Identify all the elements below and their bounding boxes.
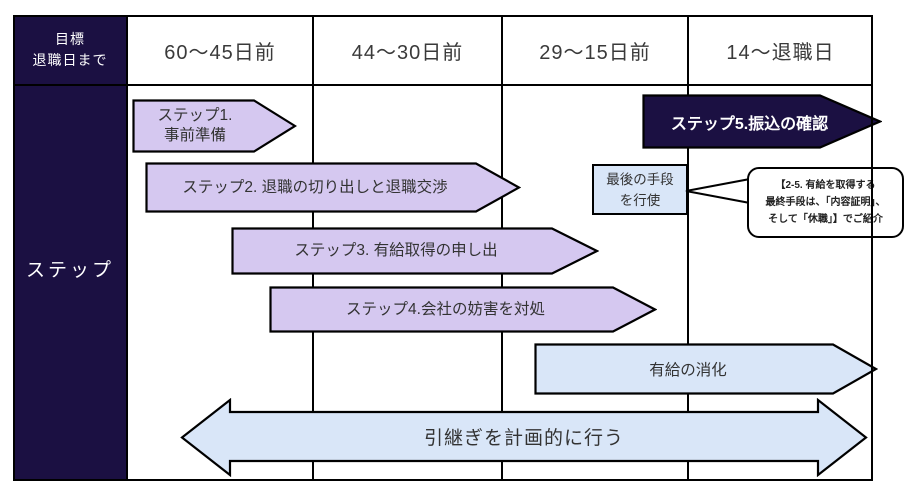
- step2-label: ステップ2. 退職の切り出しと退職交渉: [145, 162, 485, 213]
- header-column-44-30: 44〜30日前: [313, 15, 502, 85]
- step4-arrow: ステップ4.会社の妨害を対処: [269, 286, 657, 333]
- step4-label: ステップ4.会社の妨害を対処: [269, 286, 622, 333]
- grid-line-vertical: [687, 15, 689, 481]
- callout-tail: [685, 177, 751, 205]
- callout-line3: そして「休職」】でご紹介: [768, 214, 883, 225]
- step4-arrow-shape: [269, 286, 657, 333]
- callout-line2: 最終手段は、「内容証明」、: [765, 197, 886, 208]
- paid-leave-label: 有給の消化: [534, 343, 842, 395]
- header-column-label: 29〜15日前: [539, 41, 651, 64]
- step3-arrow-shape: [231, 227, 599, 275]
- header-column-60-45: 60〜45日前: [127, 15, 313, 85]
- step3-arrow: ステップ3. 有給取得の申し出: [231, 227, 599, 275]
- last-resort-box: 最後の手段 を行使: [592, 164, 688, 215]
- paid-leave-arrow: 有給の消化: [534, 343, 878, 395]
- paid-leave-arrow-shape: [534, 343, 878, 395]
- header-corner-line2: 退職日まで: [32, 52, 108, 68]
- step5-arrow: ステップ5.振込の確認: [642, 94, 882, 149]
- last-resort-line1: 最後の手段: [606, 171, 674, 187]
- step4-text: ステップ4.会社の妨害を対処: [346, 300, 545, 318]
- header-column-29-15: 29〜15日前: [502, 15, 688, 85]
- step2-arrow: ステップ2. 退職の切り出しと退職交渉: [145, 162, 521, 213]
- sidebar-steps-text: ステップ: [25, 259, 114, 281]
- step3-text: ステップ3. 有給取得の申し出: [294, 242, 498, 259]
- step5-text: ステップ5.振込の確認: [670, 115, 829, 133]
- step1-label: ステップ1. 事前準備: [132, 99, 258, 153]
- handover-label: 引継ぎを計画的に行う: [230, 412, 818, 461]
- handover-arrow-shape: [180, 398, 868, 477]
- paid-leave-text: 有給の消化: [649, 362, 727, 379]
- header-column-label: 44〜30日前: [351, 41, 464, 64]
- last-resort-line2: を行使: [619, 192, 661, 208]
- step5-label: ステップ5.振込の確認: [642, 94, 857, 149]
- left-column-background: [13, 15, 127, 481]
- handover-text: 引継ぎを計画的に行う: [423, 428, 624, 449]
- step3-label: ステップ3. 有給取得の申し出: [231, 227, 561, 275]
- callout-line1: 【2-5. 有給を取得する: [775, 180, 876, 191]
- grid-line-vertical: [126, 15, 128, 481]
- step2-arrow-shape: [145, 162, 521, 213]
- handover-arrow: 引継ぎを計画的に行う: [179, 398, 869, 477]
- header-column-14-last: 14〜退職日: [688, 15, 873, 85]
- step1-arrow-shape: [132, 99, 297, 153]
- header-column-label: 60〜45日前: [164, 41, 276, 64]
- grid-line-horizontal: [13, 84, 873, 86]
- header-column-label: 14〜退職日: [726, 41, 835, 64]
- sidebar-steps-label: ステップ: [13, 248, 127, 288]
- step2-text: ステップ2. 退職の切り出しと退職交渉: [182, 178, 448, 196]
- header-corner-cell: 目標 退職日まで: [13, 15, 127, 85]
- step1-line2: 事前準備: [163, 127, 226, 144]
- step1-arrow: ステップ1. 事前準備: [132, 99, 297, 153]
- step1-line1: ステップ1.: [157, 107, 233, 124]
- callout-bubble: 【2-5. 有給を取得する 最終手段は、「内容証明」、 そして「休職」】でご紹介: [747, 167, 904, 238]
- step5-arrow-shape: [642, 94, 882, 149]
- header-corner-line1: 目標: [55, 31, 85, 47]
